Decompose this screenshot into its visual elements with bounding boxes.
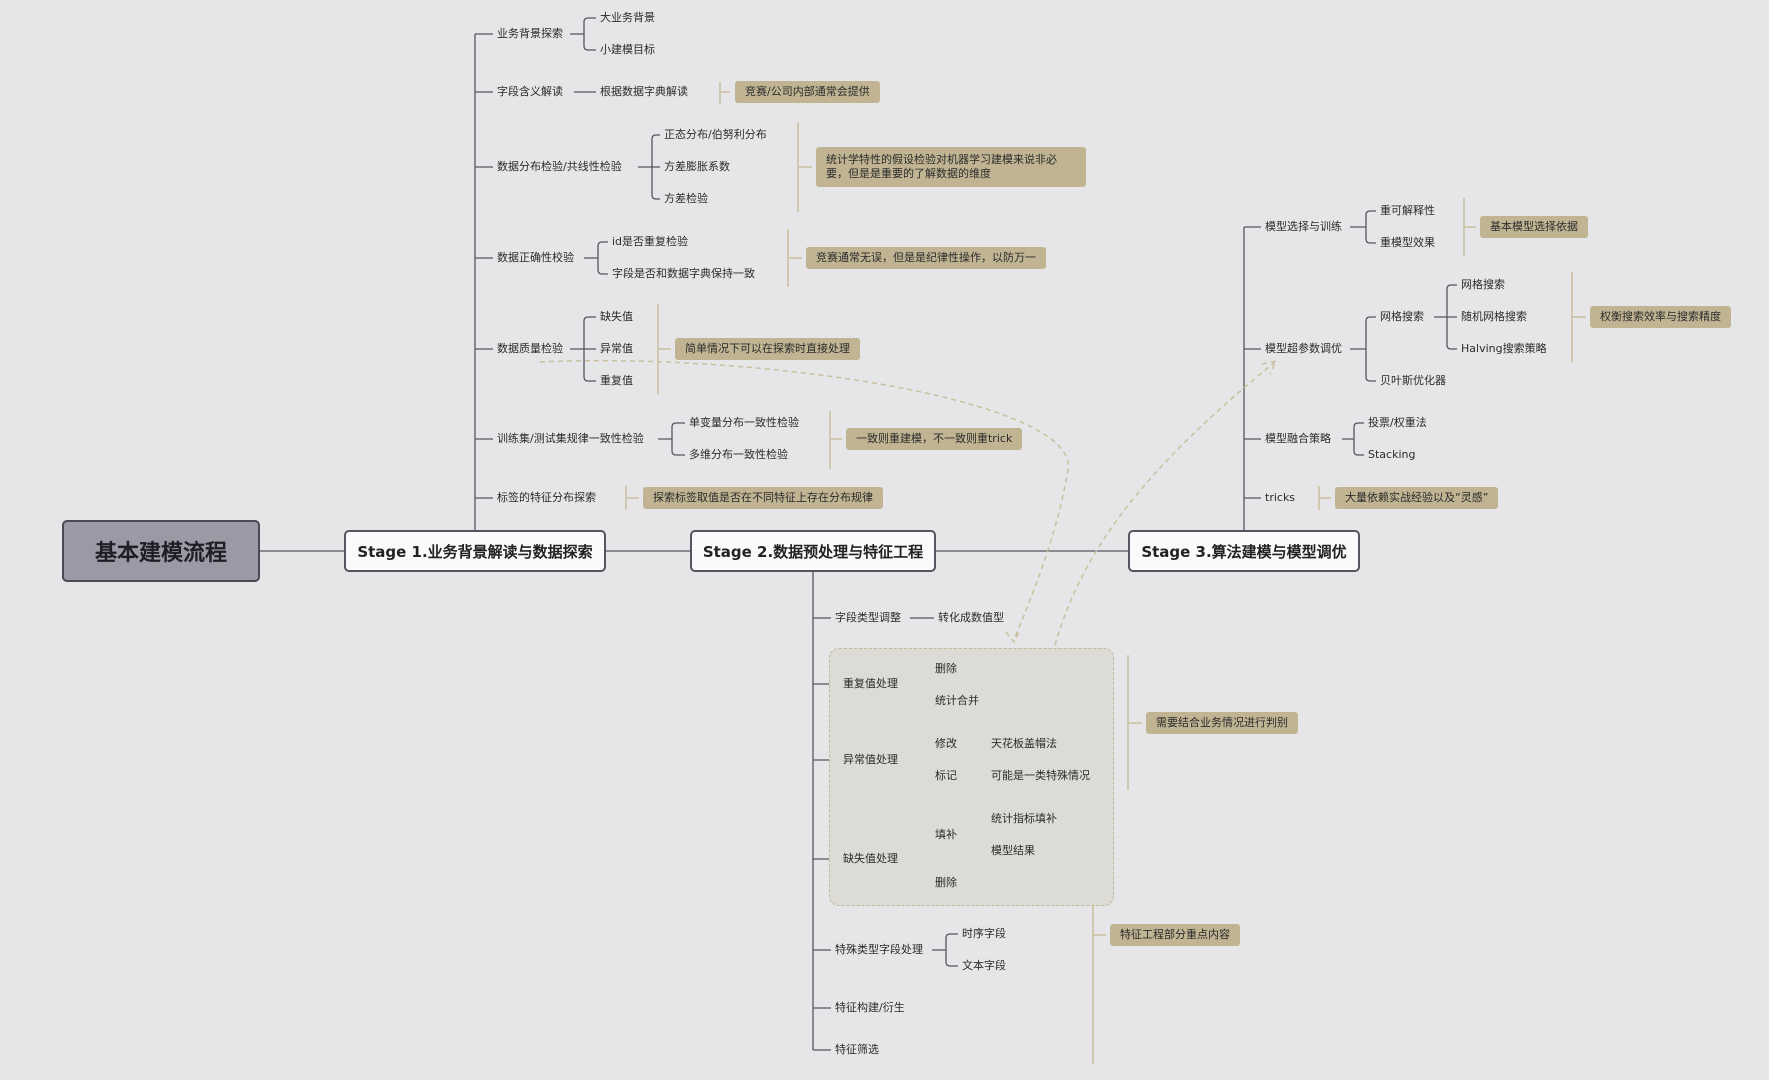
s1-leaf[interactable]: 正态分布/伯努利分布 [664,128,767,141]
s1-leaf[interactable]: 小建模目标 [600,43,655,56]
s1-leaf[interactable]: 字段是否和数据字典保持一致 [612,267,755,280]
s3-note-tricks: 大量依赖实战经验以及“灵感” [1335,487,1499,509]
s1-note-quality: 简单情况下可以在探索时直接处理 [675,338,860,360]
bracket-connector [658,422,685,456]
s1-leaf[interactable]: 缺失值 [600,310,633,323]
bracket-connector [932,933,958,967]
s2-leaf[interactable]: 可能是一类特殊情况 [991,769,1090,782]
s2-branch-duplicates[interactable]: 重复值处理 [843,677,898,690]
s1-leaf[interactable]: 重复值 [600,374,633,387]
s2-leaf[interactable]: 填补 [935,828,957,841]
s2-leaf[interactable]: 天花板盖帽法 [991,737,1057,750]
dashed-link-quality-to-group [539,359,1069,641]
s1-branch-field-meaning[interactable]: 字段含义解读 [497,85,563,98]
s3-note-model-select: 基本模型选择依据 [1480,216,1588,238]
root-node[interactable]: 基本建模流程 [62,520,260,582]
s2-branch-missing[interactable]: 缺失值处理 [843,852,898,865]
s1-leaf[interactable]: 根据数据字典解读 [600,85,688,98]
s1-branch-business-bg[interactable]: 业务背景探索 [497,27,563,40]
s2-leaf[interactable]: 标记 [935,769,957,782]
s1-branch-quality[interactable]: 数据质量检验 [497,342,563,355]
s3-leaf[interactable]: 网格搜索 [1380,310,1424,323]
s3-leaf[interactable]: 网格搜索 [1461,278,1505,291]
s2-branch-field-type[interactable]: 字段类型调整 [835,611,901,624]
s1-branch-label-dist[interactable]: 标签的特征分布探索 [497,491,596,504]
bracket-connector [570,316,596,382]
s3-branch-tricks[interactable]: tricks [1265,491,1296,504]
s2-leaf[interactable]: 模型结果 [991,844,1035,857]
dashed-link-group-to-hyperparam [1054,361,1276,646]
s2-note-feature: 特征工程部分重点内容 [1110,924,1240,946]
s2-branch-feature-select[interactable]: 特征筛选 [835,1043,879,1056]
bracket-connector [1350,210,1376,244]
preprocessing-group-box [829,648,1114,906]
s1-leaf[interactable]: 大业务背景 [600,11,655,24]
s2-leaf[interactable]: 时序字段 [962,927,1006,940]
s1-leaf[interactable]: 异常值 [600,342,633,355]
stage3-node[interactable]: Stage 3.算法建模与模型调优 [1128,530,1360,572]
s2-branch-special-fields[interactable]: 特殊类型字段处理 [835,943,923,956]
s3-leaf[interactable]: 随机网格搜索 [1461,310,1527,323]
s2-branch-outliers[interactable]: 异常值处理 [843,753,898,766]
s2-leaf[interactable]: 文本字段 [962,959,1006,972]
s1-leaf[interactable]: 单变量分布一致性检验 [689,416,799,429]
s1-leaf[interactable]: 多维分布一致性检验 [689,448,788,461]
s2-note-group: 需要结合业务情况进行判别 [1146,712,1298,734]
s2-branch-feature-build[interactable]: 特征构建/衍生 [835,1001,905,1014]
bracket-connector [570,17,596,51]
arrowhead [1005,629,1021,644]
s2-leaf[interactable]: 统计合并 [935,694,979,707]
s3-branch-ensemble[interactable]: 模型融合策略 [1265,432,1331,445]
bracket-connector [638,134,660,200]
s2-leaf[interactable]: 转化成数值型 [938,611,1004,624]
stage2-node[interactable]: Stage 2.数据预处理与特征工程 [690,530,936,572]
s1-note-label-dist: 探索标签取值是否在不同特征上存在分布规律 [643,487,883,509]
arrowhead [1261,359,1278,375]
s3-leaf[interactable]: 贝叶斯优化器 [1380,374,1446,387]
bracket-connector [1434,284,1457,350]
s3-leaf[interactable]: Halving搜索策略 [1461,342,1547,355]
s3-branch-hyperparam[interactable]: 模型超参数调优 [1265,342,1342,355]
bracket-connector [1342,422,1364,456]
s3-branch-model-select[interactable]: 模型选择与训练 [1265,220,1342,233]
s1-leaf[interactable]: id是否重复检验 [612,235,689,248]
stage1-node[interactable]: Stage 1.业务背景解读与数据探索 [344,530,606,572]
bracket-connector [584,241,608,275]
s2-leaf[interactable]: 删除 [935,876,957,889]
s2-leaf[interactable]: 统计指标填补 [991,812,1057,825]
s3-leaf[interactable]: 重模型效果 [1380,236,1435,249]
s1-note-correctness: 竞赛通常无误，但是是纪律性操作，以防万一 [806,247,1046,269]
s1-note-distribution: 统计学特性的假设检验对机器学习建模来说非必要，但是是重要的了解数据的维度 [816,147,1086,187]
s3-note-hyperparam: 权衡搜索效率与搜索精度 [1590,306,1731,328]
s1-branch-consistency[interactable]: 训练集/测试集规律一致性检验 [497,432,644,445]
s1-branch-distribution[interactable]: 数据分布检验/共线性检验 [497,160,622,173]
s2-leaf[interactable]: 删除 [935,662,957,675]
s3-leaf[interactable]: 重可解释性 [1380,204,1435,217]
bracket-connector [1350,316,1376,382]
s1-note-consistency: 一致则重建模，不一致则重trick [846,428,1023,450]
s2-leaf[interactable]: 修改 [935,737,957,750]
s1-leaf[interactable]: 方差膨胀系数 [664,160,730,173]
s3-leaf[interactable]: 投票/权重法 [1368,416,1427,429]
s1-branch-correctness[interactable]: 数据正确性校验 [497,251,574,264]
s1-note-field-meaning: 竞赛/公司内部通常会提供 [735,81,880,103]
s3-leaf[interactable]: Stacking [1368,448,1416,461]
s1-leaf[interactable]: 方差检验 [664,192,708,205]
